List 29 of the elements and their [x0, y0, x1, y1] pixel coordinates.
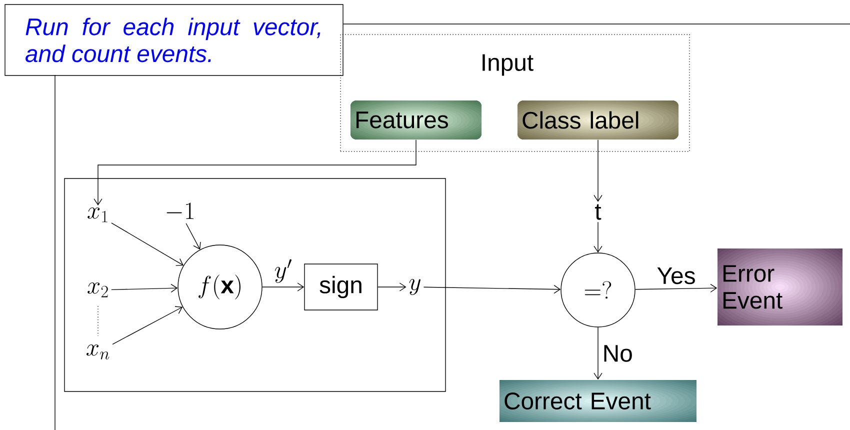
neuron-frame	[64, 178, 446, 392]
event-box: Correct Event	[500, 380, 696, 422]
input-box: Features	[350, 100, 482, 140]
arrow	[594, 140, 602, 202]
bracket-line	[54, 74, 56, 430]
edge-label: $y'$	[273, 258, 294, 284]
note-box: Run for each input vector, and count events.	[4, 4, 344, 76]
arrow	[186, 223, 201, 250]
sign-box: sign	[304, 264, 378, 310]
arrow	[112, 306, 183, 345]
output-label: $y$	[409, 279, 420, 295]
edge-label: Yes	[656, 266, 697, 286]
arrow	[111, 222, 184, 266]
variable-label: $x_n$	[86, 344, 110, 360]
arrow	[262, 282, 304, 292]
arrow	[111, 284, 178, 293]
target-label: t	[595, 204, 602, 220]
arrow	[594, 222, 602, 253]
arrow	[378, 282, 406, 292]
variable-label: $x_1$	[88, 208, 108, 222]
arrow	[594, 327, 602, 380]
input-box: Class label	[518, 100, 678, 140]
event-box: Error Event	[718, 248, 842, 326]
arrow	[94, 140, 416, 206]
edge-label: No	[601, 344, 634, 363]
arrow	[423, 284, 561, 294]
variable-label: $x_2$	[88, 282, 108, 298]
bias-label: $-1$	[166, 202, 194, 219]
arrow	[635, 284, 718, 292]
